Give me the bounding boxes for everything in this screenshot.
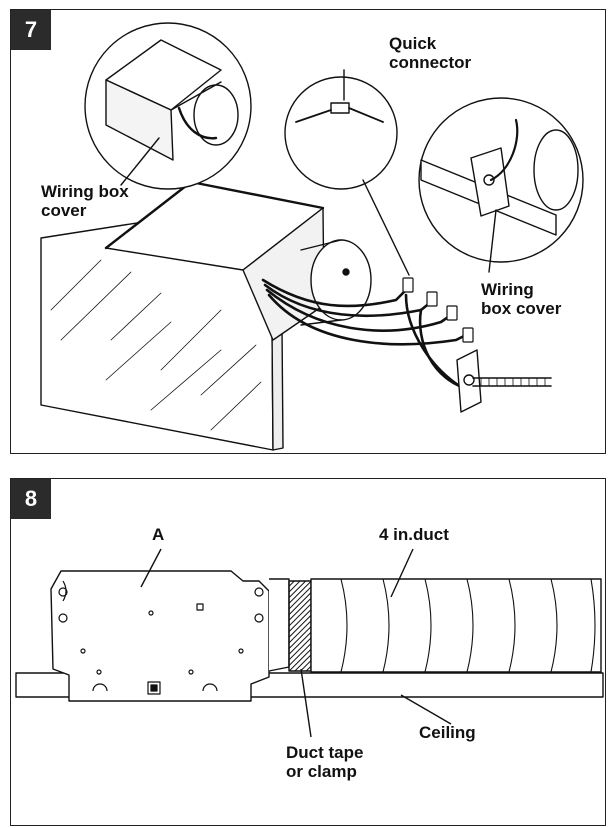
step-8-illustration [15, 548, 604, 738]
wire-2 [263, 283, 433, 317]
detail-circle-quick-connector [284, 76, 398, 190]
step-7-panel: 7 [10, 9, 606, 454]
flex-conduit [472, 377, 552, 387]
label-wiring-box-cover-left: Wiring box cover [41, 182, 129, 220]
label-a: A [152, 525, 165, 544]
step-7-badge: 7 [11, 10, 51, 50]
fan-housing-side [50, 570, 270, 702]
step-8-panel: 8 [10, 478, 606, 826]
duct-tape-band [288, 580, 312, 672]
flex-duct [310, 578, 602, 673]
duct-collar [310, 239, 372, 321]
wire-4 [267, 293, 468, 346]
wiring-box-cover-part [456, 349, 482, 413]
label-duct: 4 in.duct [379, 525, 449, 544]
label-duct-tape-or-clamp: Duct tape or clamp [286, 743, 364, 781]
label-wiring-box-cover-right: Wiring box cover [481, 280, 562, 318]
step-8-badge: 8 [11, 479, 51, 519]
wire-3 [265, 288, 453, 332]
wire-1 [261, 278, 408, 308]
label-quick-connector: Quick connector [389, 34, 472, 72]
step-7-illustration [40, 22, 584, 451]
label-ceiling: Ceiling [419, 723, 476, 742]
